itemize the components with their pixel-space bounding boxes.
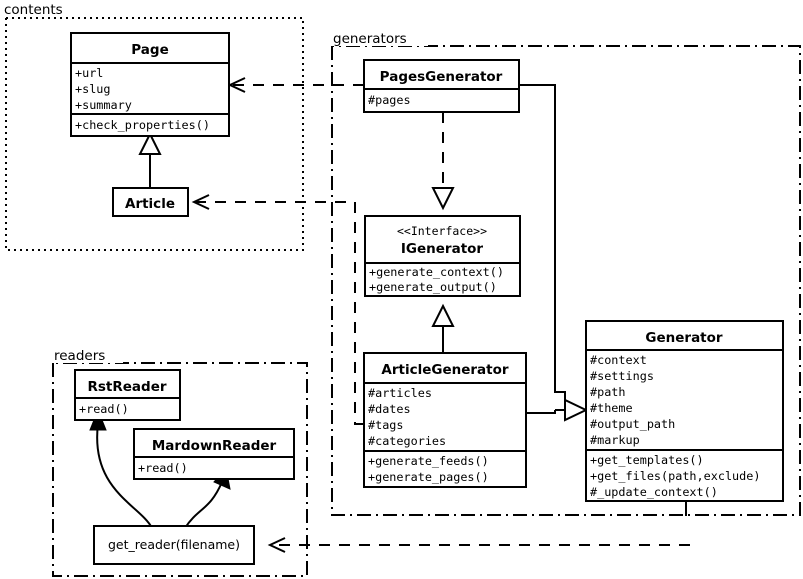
class-attribute: +url — [75, 66, 103, 80]
package-contents-label: contents — [4, 2, 63, 18]
class-attribute: #context — [590, 353, 647, 367]
class-attribute: #pages — [368, 93, 411, 107]
class-name-generator: Generator — [645, 330, 722, 346]
class-box-outline — [74, 369, 181, 421]
class-method: +get_files(path,exclude) — [590, 469, 760, 483]
class-method: +generate_feeds() — [368, 454, 489, 468]
function-label-get-reader: get_reader(filename) — [108, 537, 240, 552]
class-box-mardown-reader[interactable]: MardownReader +read() — [133, 428, 295, 480]
relation-generator-uses-get-reader — [267, 500, 690, 553]
hollow-triangle-icon — [431, 187, 455, 211]
class-attribute: #settings — [590, 369, 654, 383]
class-name-pages-generator: PagesGenerator — [380, 69, 503, 85]
class-attribute: #output_path — [590, 417, 675, 431]
class-attribute: +slug — [75, 82, 111, 96]
class-method: +read() — [138, 461, 188, 475]
class-box-article-generator[interactable]: ArticleGenerator #articles #dates #tags … — [363, 352, 527, 488]
class-box-pages-generator[interactable]: PagesGenerator #pages — [363, 59, 520, 113]
class-attribute: +summary — [75, 98, 132, 112]
class-box-outline — [112, 187, 189, 217]
package-readers-label-bg — [51, 344, 123, 363]
class-attribute: #dates — [368, 402, 411, 416]
class-name-mardown-reader: MardownReader — [152, 438, 277, 454]
package-contents: contents — [0, 0, 304, 251]
package-generators-border — [331, 45, 801, 516]
class-name-page: Page — [131, 42, 168, 58]
open-arrowhead-icon — [191, 194, 210, 210]
relation-line — [526, 410, 556, 414]
package-readers-label: readers — [54, 348, 105, 364]
function-box-outline — [93, 525, 255, 565]
relation-pagesgenerator-realizes-igenerator — [431, 112, 455, 211]
hollow-triangle-icon — [138, 131, 162, 155]
class-method: #_update_context() — [590, 485, 718, 499]
class-attribute: #articles — [368, 386, 432, 400]
relation-articlegenerator-uses-article — [191, 194, 364, 425]
open-arrowhead-icon — [267, 537, 286, 553]
class-box-outline — [133, 428, 295, 480]
class-box-page[interactable]: Page +url +slug +summary +check_properti… — [70, 32, 230, 137]
package-generators-label: generators — [333, 31, 407, 47]
class-box-generator[interactable]: Generator #context #settings #path #them… — [585, 320, 784, 502]
class-name-article-generator: ArticleGenerator — [381, 362, 508, 378]
class-method: +read() — [79, 402, 129, 416]
class-box-igenerator[interactable]: <<Interface>> IGenerator +generate_conte… — [364, 215, 521, 297]
class-stereotype-igenerator: <<Interface>> — [397, 224, 487, 238]
class-method: +generate_context() — [369, 265, 504, 279]
relation-curve — [184, 481, 223, 529]
relation-pagesgenerator-uses-page — [227, 77, 364, 93]
relation-pagesgenerator-extends-generator — [519, 84, 566, 410]
class-attribute: #markup — [590, 433, 640, 447]
function-box-get-reader[interactable]: get_reader(filename) — [93, 525, 255, 565]
class-box-outline — [70, 32, 230, 137]
package-readers: readers — [51, 344, 308, 577]
class-method: +generate_pages() — [368, 470, 489, 484]
class-attribute: #theme — [590, 401, 633, 415]
relation-articlegenerator-extends-generator — [526, 398, 589, 422]
package-generators: generators — [330, 27, 801, 516]
package-readers-border — [52, 362, 308, 577]
class-name-rst-reader: RstReader — [87, 379, 166, 395]
class-method: +get_templates() — [590, 453, 704, 467]
class-name-article: Article — [125, 196, 175, 212]
hollow-triangle-icon — [564, 398, 589, 422]
class-method: +generate_output() — [369, 280, 497, 294]
package-generators-label-bg — [330, 27, 428, 46]
hollow-triangle-icon — [431, 303, 455, 327]
class-box-article[interactable]: Article — [112, 187, 189, 217]
class-box-outline — [363, 352, 527, 488]
relation-articlegenerator-implements-igenerator — [431, 303, 455, 354]
class-attribute: #categories — [368, 434, 446, 448]
class-box-outline — [364, 215, 521, 297]
relation-line — [519, 84, 566, 410]
class-name-igenerator: IGenerator — [401, 241, 484, 257]
class-attribute: #path — [590, 385, 626, 399]
package-contents-label-bg — [0, 0, 80, 17]
relation-article-inherits-page — [138, 131, 162, 190]
package-contents-border — [5, 17, 304, 251]
class-box-outline — [363, 59, 520, 113]
class-attribute: #tags — [368, 418, 404, 432]
class-method: +check_properties() — [75, 118, 210, 132]
relation-line — [196, 201, 364, 425]
relation-curve — [96, 423, 153, 529]
class-box-rst-reader[interactable]: RstReader +read() — [74, 369, 181, 421]
